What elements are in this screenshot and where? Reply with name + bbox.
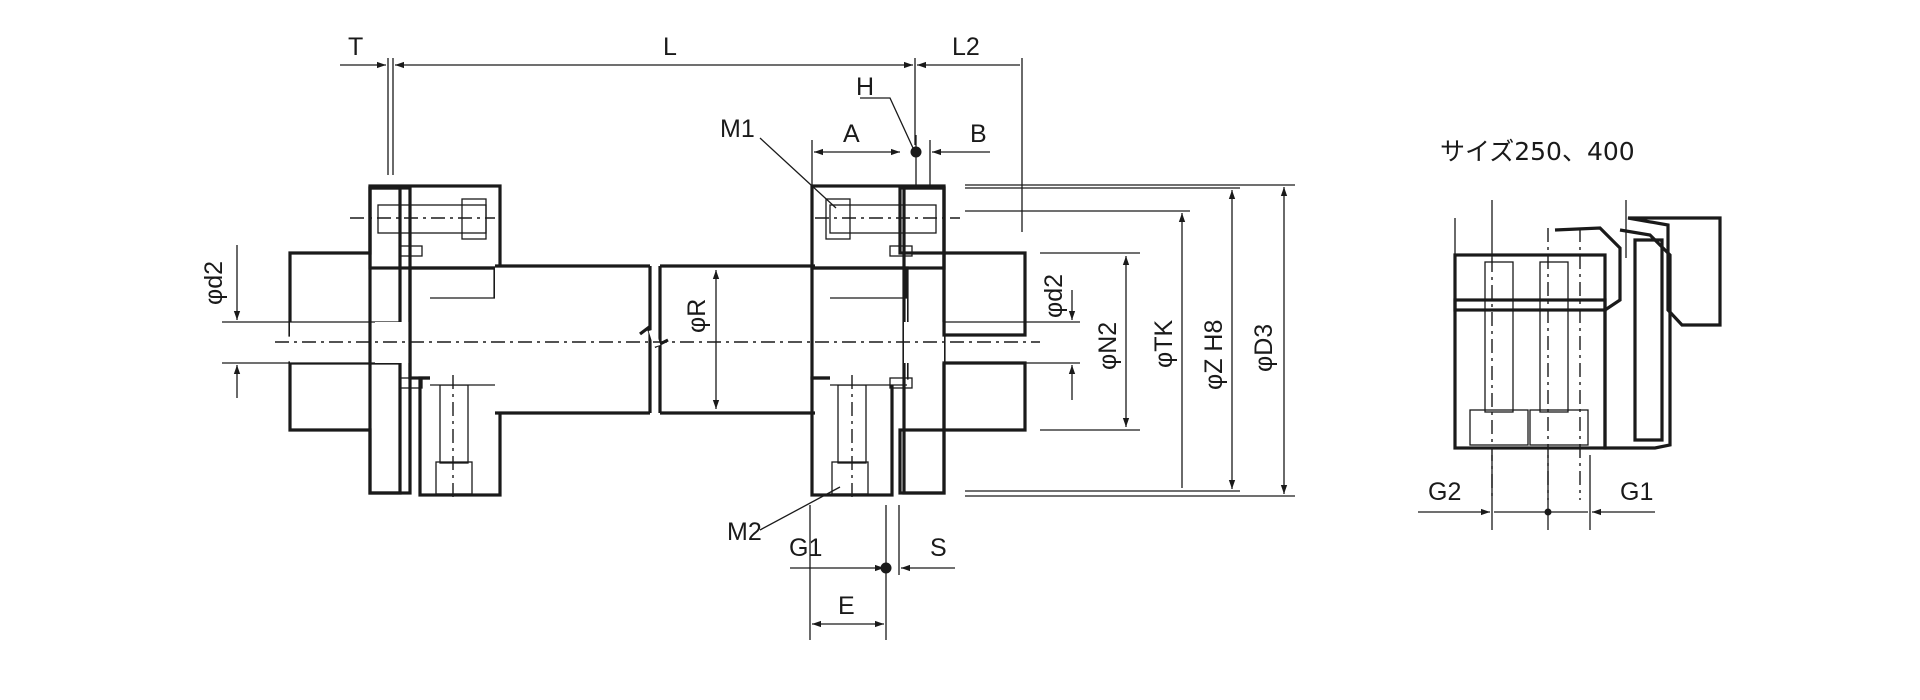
label-B: B [970, 120, 987, 148]
label-M1: M1 [720, 115, 755, 143]
label-phi-d2: φd2 [1040, 274, 1068, 318]
detail-label-G1: G1 [1620, 478, 1653, 506]
spacer-tube [495, 264, 815, 415]
label-L: L [663, 33, 677, 61]
dimension-labels: T L L2 H A B M1 M2 G1 S E φd2 φR φd2 φN2… [200, 33, 1653, 620]
label-S: S [930, 534, 947, 562]
label-A: A [843, 120, 860, 148]
detail-title: サイズ250、400 [1440, 137, 1635, 166]
right-hub [810, 184, 1027, 498]
label-L2: L2 [952, 33, 980, 61]
label-phi-R: φR [683, 299, 711, 333]
label-phi-D3: φD3 [1250, 324, 1278, 372]
detail-view [1418, 200, 1722, 530]
label-G1: G1 [789, 534, 822, 562]
label-H: H [856, 73, 874, 101]
label-phi-d2-left: φd2 [200, 261, 228, 305]
detail-label-G2: G2 [1428, 478, 1461, 506]
dimension-lines [222, 58, 1295, 640]
label-E: E [838, 592, 855, 620]
label-phi-Z-H8: φZ H8 [1200, 320, 1228, 390]
label-M2: M2 [727, 518, 762, 546]
label-phi-TK: φTK [1150, 320, 1178, 368]
label-phi-N2: φN2 [1094, 322, 1122, 370]
label-T: T [348, 33, 363, 61]
